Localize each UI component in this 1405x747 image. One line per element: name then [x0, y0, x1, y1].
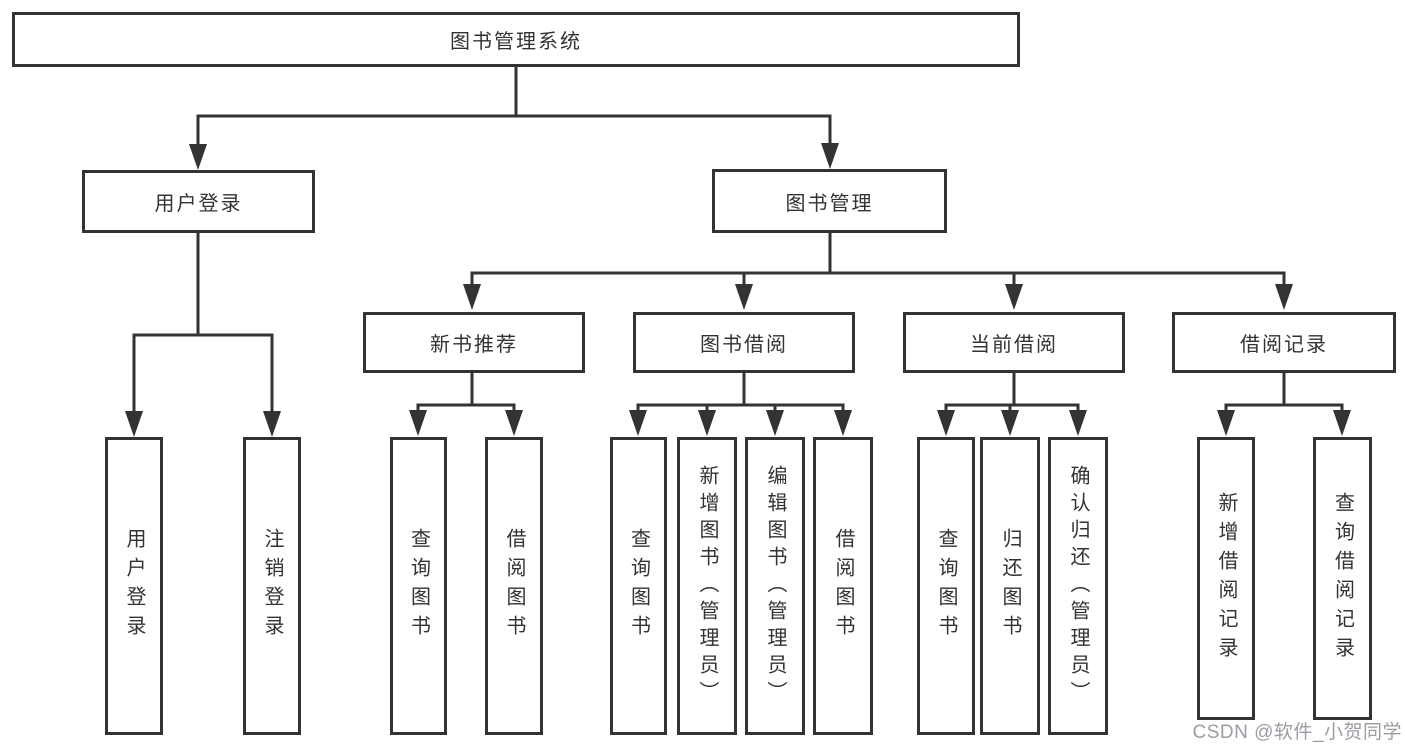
node-book-management-label: 图书管理 [785, 192, 874, 215]
node-borrowing-records: 借阅记录 [1172, 312, 1396, 373]
node-book-borrowing-label: 图书借阅 [700, 334, 788, 356]
leaf-logout: 注销登录 [243, 437, 301, 735]
leaf-borrow-books-label: 借阅图书 [832, 528, 854, 644]
leaf-add-books-admin: 新增图书（管理员） [677, 437, 737, 735]
leaf-confirm-return-admin: 确认归还（管理员） [1048, 437, 1108, 735]
node-current-borrowing-label: 当前借阅 [970, 334, 1058, 356]
leaf-query-books-current-label: 查询图书 [935, 528, 957, 644]
node-borrowing-records-label: 借阅记录 [1240, 334, 1328, 356]
node-user-login-label: 用户登录 [154, 193, 243, 215]
arrowheads [125, 143, 1351, 437]
leaf-query-books-borrow: 查询图书 [610, 437, 667, 735]
node-library-system-label: 图书管理系统 [450, 31, 582, 53]
leaf-borrow-books-recommend: 借阅图书 [485, 437, 543, 735]
leaf-return-books: 归还图书 [980, 437, 1040, 735]
connector-book-borrow-to-children [636, 371, 845, 416]
node-new-book-recommendation: 新书推荐 [363, 312, 585, 373]
leaf-edit-books-admin-label: 编辑图书（管理员） [764, 464, 786, 708]
connector-book-management-to-children [470, 231, 1286, 290]
node-book-management: 图书管理 [712, 169, 947, 233]
leaf-user-login: 用户登录 [105, 437, 163, 735]
connector-root-to-level2 [196, 64, 832, 150]
node-new-book-recommendation-label: 新书推荐 [430, 334, 518, 356]
leaf-query-books-current: 查询图书 [917, 437, 975, 735]
connector-new-book-to-children [416, 371, 516, 416]
csdn-watermark: CSDN @软件_小贺同学 [1192, 722, 1402, 743]
connector-borrow-records-to-children [1224, 371, 1344, 416]
leaf-edit-books-admin: 编辑图书（管理员） [745, 437, 805, 735]
connector-current-borrow-to-children [944, 371, 1080, 416]
leaf-return-books-label: 归还图书 [999, 528, 1021, 644]
leaf-query-borrow-record: 查询借阅记录 [1313, 437, 1372, 720]
leaf-logout-label: 注销登录 [261, 528, 283, 644]
node-current-borrowing: 当前借阅 [903, 312, 1125, 373]
leaf-query-books-borrow-label: 查询图书 [627, 528, 650, 644]
node-user-login: 用户登录 [82, 170, 315, 233]
leaf-add-borrow-record-label: 新增借阅记录 [1215, 491, 1237, 666]
leaf-query-borrow-record-label: 查询借阅记录 [1331, 491, 1354, 666]
node-library-system: 图书管理系统 [12, 12, 1020, 67]
leaf-query-books-recommend-label: 查询图书 [407, 528, 430, 644]
node-book-borrowing: 图书借阅 [633, 312, 855, 373]
leaf-user-login-label: 用户登录 [123, 528, 145, 644]
leaf-query-books-recommend: 查询图书 [390, 437, 447, 735]
leaf-borrow-books-recommend-label: 借阅图书 [503, 528, 525, 644]
leaf-confirm-return-admin-label: 确认归还（管理员） [1067, 464, 1089, 708]
leaf-add-borrow-record: 新增借阅记录 [1197, 437, 1255, 720]
leaf-borrow-books: 借阅图书 [813, 437, 873, 735]
connector-user-login-to-children [132, 231, 274, 417]
leaf-add-books-admin-label: 新增图书（管理员） [696, 464, 718, 708]
